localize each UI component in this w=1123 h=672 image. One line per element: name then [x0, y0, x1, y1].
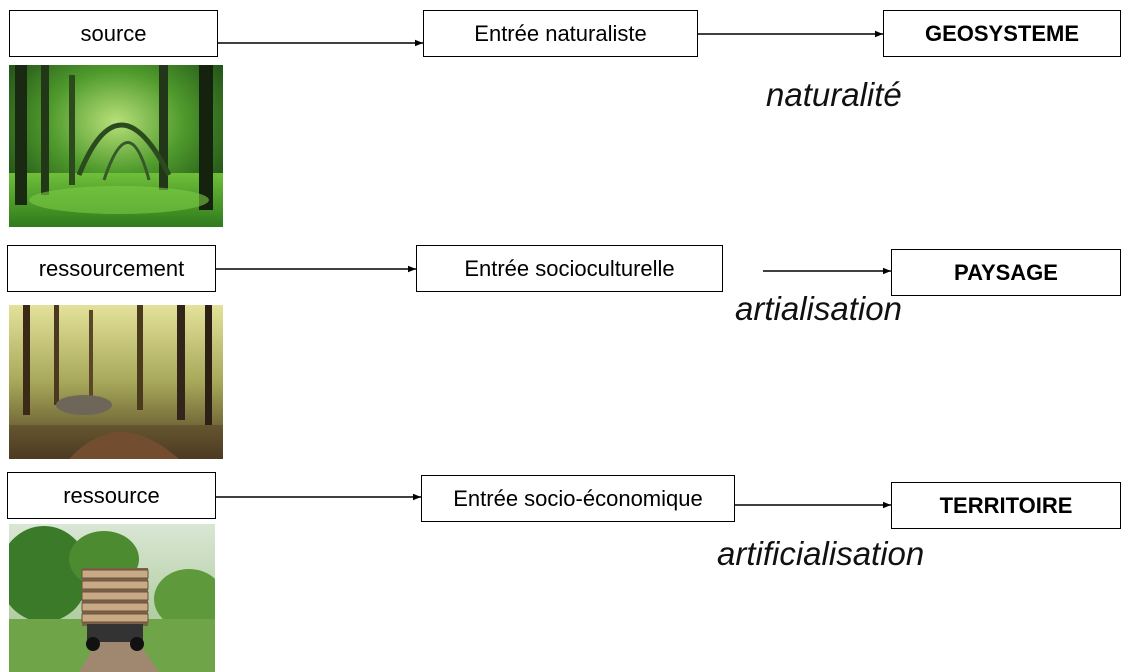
entry-socio-economique-box: Entrée socio-économique	[421, 475, 735, 522]
entry-socioculturelle-box: Entrée socioculturelle	[416, 245, 723, 292]
forest-photo-icon	[9, 65, 223, 227]
territoire-box: TERRITOIRE	[891, 482, 1121, 529]
ressourcement-box: ressourcement	[7, 245, 216, 292]
geosysteme-box: GEOSYSTEME	[883, 10, 1121, 57]
artialisation-label: artialisation	[735, 290, 902, 327]
source-box: source	[9, 10, 218, 57]
paysage-box: PAYSAGE	[891, 249, 1121, 296]
entry-naturaliste-box: Entrée naturaliste	[423, 10, 698, 57]
sunlit-woodland-path-photo-icon	[9, 305, 223, 459]
naturalite-label: naturalité	[766, 76, 902, 113]
logging-truck-photo-icon	[9, 524, 215, 672]
artificialisation-label: artificialisation	[717, 535, 925, 572]
ressource-box: ressource	[7, 472, 216, 519]
